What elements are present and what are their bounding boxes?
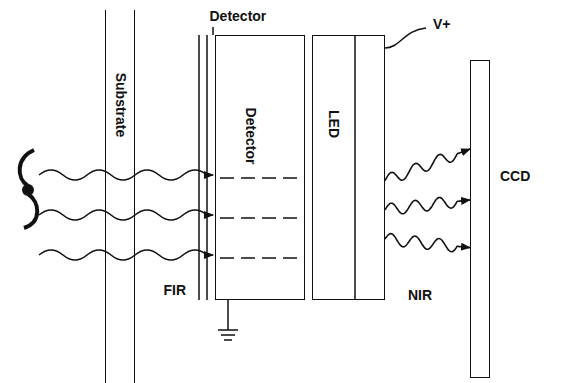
light-wave [385, 198, 470, 214]
layer-name: LED [326, 110, 342, 138]
substrate-band: Substrate [105, 10, 135, 383]
fir-waves [39, 170, 213, 260]
band-label: FIR [164, 282, 187, 298]
layer-name: Substrate [113, 73, 129, 138]
galaxy-symbol [20, 150, 38, 228]
bias-wire [385, 28, 426, 48]
light-wave [385, 234, 470, 252]
label-slot: FIR [164, 282, 187, 298]
layer-name: Detector [243, 108, 259, 165]
ground-symbol [218, 300, 238, 340]
label-slot: Detector [210, 8, 267, 24]
detector-layer: Detector [215, 35, 305, 300]
voltage-label: V+ [433, 16, 451, 32]
led-layer: LED [312, 35, 385, 300]
label-slot: NIR [408, 287, 432, 303]
sensor-name: CCD [500, 168, 530, 184]
carrier-dashes [220, 178, 302, 258]
label-slot: V+ [433, 16, 451, 32]
band-label: NIR [408, 287, 432, 303]
light-wave [385, 149, 470, 181]
detector-contact-lines [199, 27, 355, 300]
ccd-sensor: CCD [470, 60, 490, 378]
layer-label: Detector [210, 8, 267, 24]
